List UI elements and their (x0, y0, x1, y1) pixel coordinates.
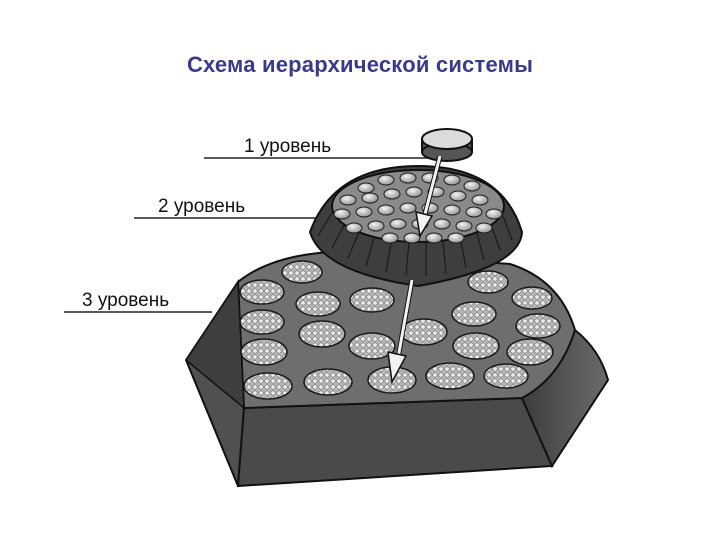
base-front-face (238, 398, 552, 486)
pad (516, 314, 560, 338)
cap-top (422, 129, 472, 149)
pad (244, 373, 292, 399)
pad (350, 288, 394, 312)
level-1-cap (422, 129, 472, 161)
pad (484, 364, 528, 388)
level-3-label: 3 уровень (82, 290, 169, 312)
pad (426, 363, 474, 389)
pad (453, 333, 499, 359)
pad (468, 271, 508, 293)
pad (304, 369, 352, 395)
pad (296, 292, 340, 316)
pad (282, 261, 322, 283)
pad (299, 321, 345, 347)
pad (452, 302, 496, 326)
pad (240, 280, 284, 304)
pad (241, 339, 287, 365)
pad (512, 287, 552, 309)
level-2-label: 2 уровень (158, 196, 245, 218)
level-1-label: 1 уровень (244, 136, 331, 158)
pad (401, 319, 447, 345)
pad (240, 310, 284, 334)
pad (507, 339, 553, 365)
